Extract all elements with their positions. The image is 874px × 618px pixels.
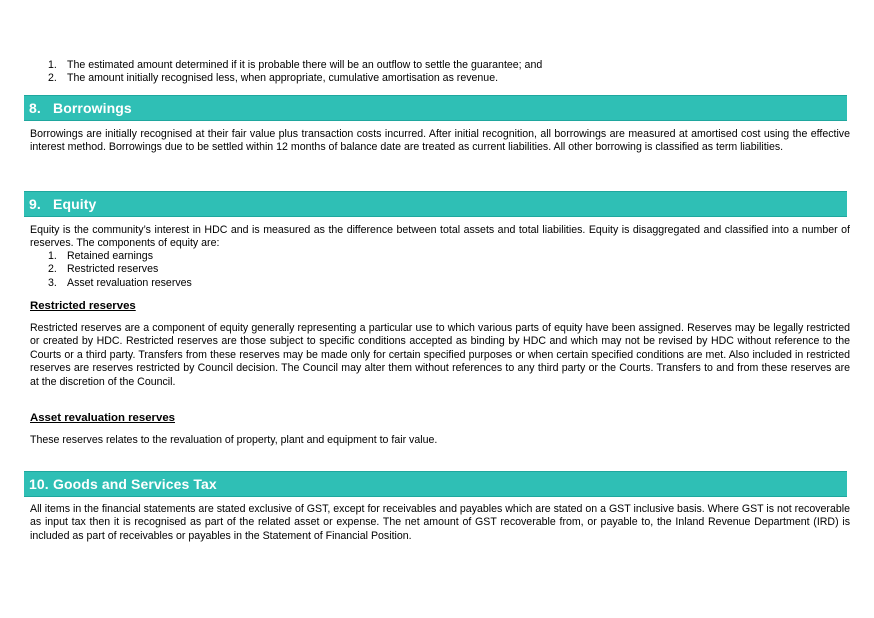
section-number: 10. [29,476,49,492]
list-item: 3. Asset revaluation reserves [48,276,192,289]
list-item: 1. Retained earnings [48,250,153,262]
list-item: 1. The estimated amount determined if it… [48,59,543,71]
equity-paragraph: Equity is the community’s interest in HD… [30,224,850,250]
gst-paragraph: All items in the financial statements ar… [30,503,850,542]
section-number: 8. [29,100,41,116]
list-item: 2. Restricted reserves [48,263,159,276]
asset-revaluation-paragraph: These reserves relates to the revaluatio… [30,434,438,446]
section-heading-borrowings: 8. Borrowings [24,95,847,121]
section-title: Equity [53,196,97,212]
equity-components-list: 1. Retained earnings 2. Restricted reser… [48,250,192,290]
restricted-reserves-paragraph: Restricted reserves are a component of e… [30,322,850,388]
list-item: 2. The amount initially recognised less,… [48,72,499,85]
borrowings-paragraph: Borrowings are initially recognised at t… [30,128,850,154]
section-title: Goods and Services Tax [53,476,217,492]
section-title: Borrowings [53,100,132,116]
section-heading-equity: 9. Equity [24,191,847,217]
guarantee-list: 1. The estimated amount determined if it… [48,59,542,86]
section-number: 9. [29,196,41,212]
restricted-reserves-heading: Restricted reserves [30,300,136,312]
section-heading-gst: 10. Goods and Services Tax [24,471,847,497]
asset-revaluation-heading: Asset revaluation reserves [30,412,175,424]
